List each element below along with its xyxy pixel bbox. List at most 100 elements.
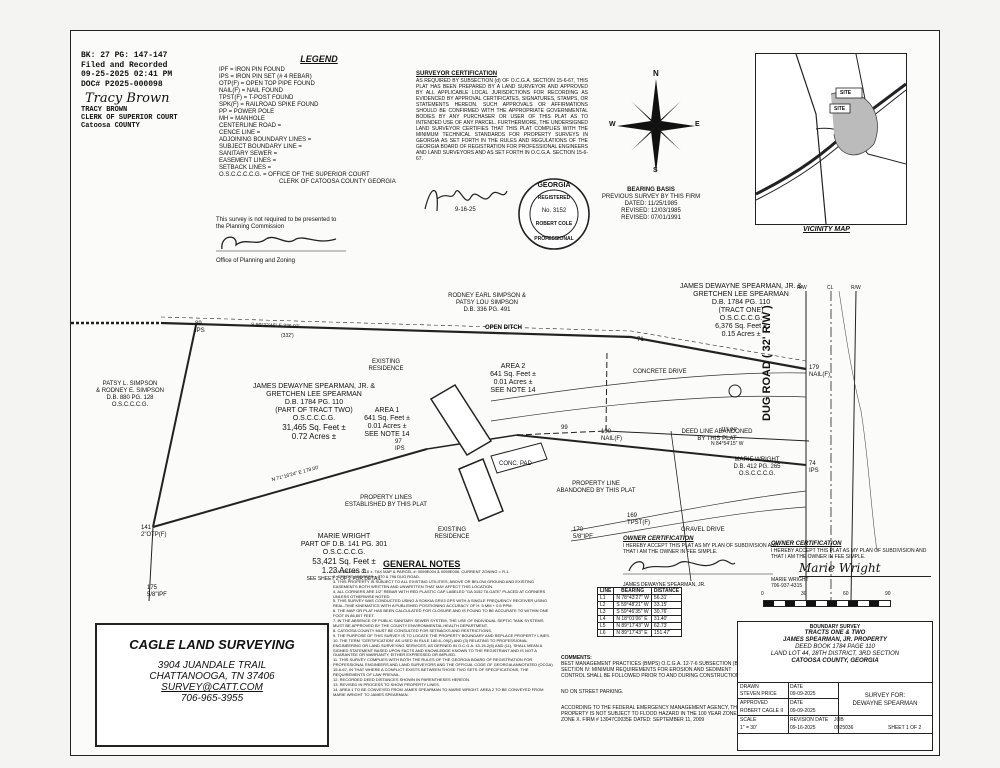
planning-line3: Office of Planning and Zoning [216, 258, 295, 264]
compass-s: S [653, 167, 658, 174]
owner-simpson-top-l1: RODNEY EARL SIMPSON & [448, 293, 526, 299]
wright-bottom-l3: O.S.C.C.C.G. [322, 549, 366, 556]
residence2-l2: RESIDENCE [434, 534, 470, 540]
comments: COMMENTS: BEST MANAGEMENT PRACTICES (BMP… [561, 655, 751, 723]
scale-bar: 0 30 60 90 [761, 591, 901, 615]
table-cell: N 18°01'06" E [613, 615, 652, 623]
prop-est-l1: PROPERTY LINES [360, 495, 412, 501]
top-bearing-deed: (332') [281, 333, 294, 339]
table-cell: 56.31' [650, 594, 683, 602]
tract-two-l4: (PART OF TRACT TWO) [275, 407, 353, 414]
scale-label: SCALE [740, 717, 757, 723]
comments-title: COMMENTS: [561, 655, 592, 661]
title-grid-lines [838, 683, 839, 733]
title-l5: LAND LOT 44, 28TH DISTRICT, 3RD SECTION [770, 651, 900, 657]
general-note: 8. CATOOSA COUNTY MUST BE CONSULTED FOR … [333, 627, 492, 633]
tract-one-l3: D.B. 1784 PG. 110 [711, 299, 771, 306]
conc-pad-label: CONC. PAD [499, 461, 532, 467]
tract-two-l3: D.B. 1784 PG. 110 [284, 399, 344, 406]
simpson-left-l3: D.B. 880 PG. 128 [106, 395, 154, 401]
seal-rings [518, 178, 590, 250]
table-cell: 33.15' [650, 601, 683, 609]
owner-simpson-top-l2: PATSY LOU SIMPSON [455, 300, 518, 306]
pt-100-desc: NAIL(F) [601, 436, 622, 442]
planning-line2: the Planning Commission [216, 224, 285, 230]
owner-wright-right: MARIE WRIGHT D.B. 412 PG. 265 O.S.C.C.C.… [717, 457, 797, 478]
scale-value: 1" = 30' [740, 725, 757, 731]
company-addr1: 3904 JUANDALE TRAIL [157, 660, 267, 671]
owner-cert-left-name: JAMES DEWAYNE SPEARMAN, JR. [623, 582, 706, 588]
line-table-header: LINE [596, 587, 615, 595]
pt-71-num: 71 [637, 337, 644, 343]
pt-71: 71 [637, 337, 644, 344]
scale-bar-graphic [763, 600, 891, 607]
compass-n: N [653, 69, 659, 78]
pt-97-num: 97 [395, 439, 402, 445]
legend-item: IPS = IRON PIN SET (# 4 REBAR) [219, 73, 312, 80]
table-cell: 151.47' [650, 629, 683, 637]
survey-for-client: DEWAYNE SPEARMAN [852, 701, 918, 707]
tract-one-l7: 0.15 Acres ± [721, 331, 761, 338]
pt-169-desc: TPST(F) [627, 520, 650, 526]
pt-170-desc: 5/8"IPF [573, 534, 593, 540]
legend-item: SPK(F) = RAILROAD SPIKE FOUND [219, 101, 319, 108]
date-value-1: 09-09-2025 [790, 691, 816, 697]
pt-74-desc: IPS [809, 468, 819, 474]
area2-l3: 0.01 Acres ± [493, 379, 533, 386]
survey-sheet: BK: 27 PG: 147-147 Filed and Recorded 09… [70, 30, 940, 756]
stamp-filed: Filed and Recorded [81, 60, 168, 70]
tract-one-l4: (TRACT ONE) [718, 307, 764, 314]
legend-item: SETBACK LINES = [219, 164, 272, 171]
approved-value: ROBERT CAGLE II [740, 708, 784, 714]
table-cell: 62.73' [650, 622, 683, 630]
area2-l2: 641 Sq. Feet ± [490, 371, 536, 378]
clerk-signature: Tracy Brown [85, 91, 170, 106]
seal-name: ROBERT COLE [535, 221, 573, 227]
tract-two-l7: 0.72 Acres ± [291, 432, 337, 441]
legend-item: CENTERLINE ROAD = [219, 122, 282, 129]
area1-l3: 0.01 Acres ± [367, 423, 407, 430]
compass-e: E [695, 121, 700, 128]
pt-74-num: 74 [809, 461, 816, 467]
table-cell: S 59°46'35" W [613, 608, 652, 616]
residence1-l2: RESIDENCE [368, 366, 404, 372]
vicinity-map-title: VICINITY MAP [803, 226, 850, 233]
company-phone: 706-965-3955 [180, 693, 244, 704]
pt-100-num: 100 [601, 429, 612, 435]
company-email: SURVEY@CATT.COM [161, 682, 263, 693]
vicinity-drawing [756, 54, 906, 224]
job-value: 0925036 [834, 725, 854, 731]
title-l2: TRACTS ONE & TWO [804, 630, 866, 636]
legend-item: SANITARY SEWER = [219, 150, 278, 157]
title-block: BOUNDARY SURVEY TRACTS ONE & TWO JAMES S… [737, 621, 933, 751]
pt-175-num: 175 [147, 585, 158, 591]
line-table-header: BEARING [613, 587, 652, 595]
vicinity-site-2: SITE [834, 106, 846, 112]
legend-item: ADJOINING BOUNDARY LINES = [219, 136, 312, 143]
table-cell: L4 [596, 615, 615, 623]
date-label-2: DATE [790, 700, 803, 706]
table-cell: 30.76' [650, 608, 683, 616]
comment-3: ACCORDING TO THE FEDERAL EMERGENCY MANAG… [561, 705, 742, 723]
tract-one-l6: 6,376 Sq. Feet ± [715, 323, 767, 330]
company-name: CAGLE LAND SURVEYING [129, 637, 295, 652]
approved-label: APPROVED [740, 700, 768, 706]
simpson-left-l1: PATSY L. SIMPSON [102, 381, 158, 387]
pt-141-num: 141 [141, 525, 152, 531]
drawn-value: STEVEN PRICE [740, 691, 777, 697]
line-table-header: DISTANCE [650, 587, 683, 595]
bearing-basis-line3: REVISED: 12/03/1985 [621, 208, 681, 214]
area-1-label: AREA 1 641 Sq. Feet ± 0.01 Acres ± SEE N… [347, 407, 427, 439]
table-cell: 31.40' [650, 615, 683, 623]
table-cell: L3 [596, 608, 615, 616]
seal-top: GEORGIA [537, 182, 571, 189]
comment-2: NO ON STREET PARKING. [561, 689, 624, 695]
general-note: 5. THIS SURVEY WAS CONDUCTED USING A SOK… [333, 598, 548, 609]
